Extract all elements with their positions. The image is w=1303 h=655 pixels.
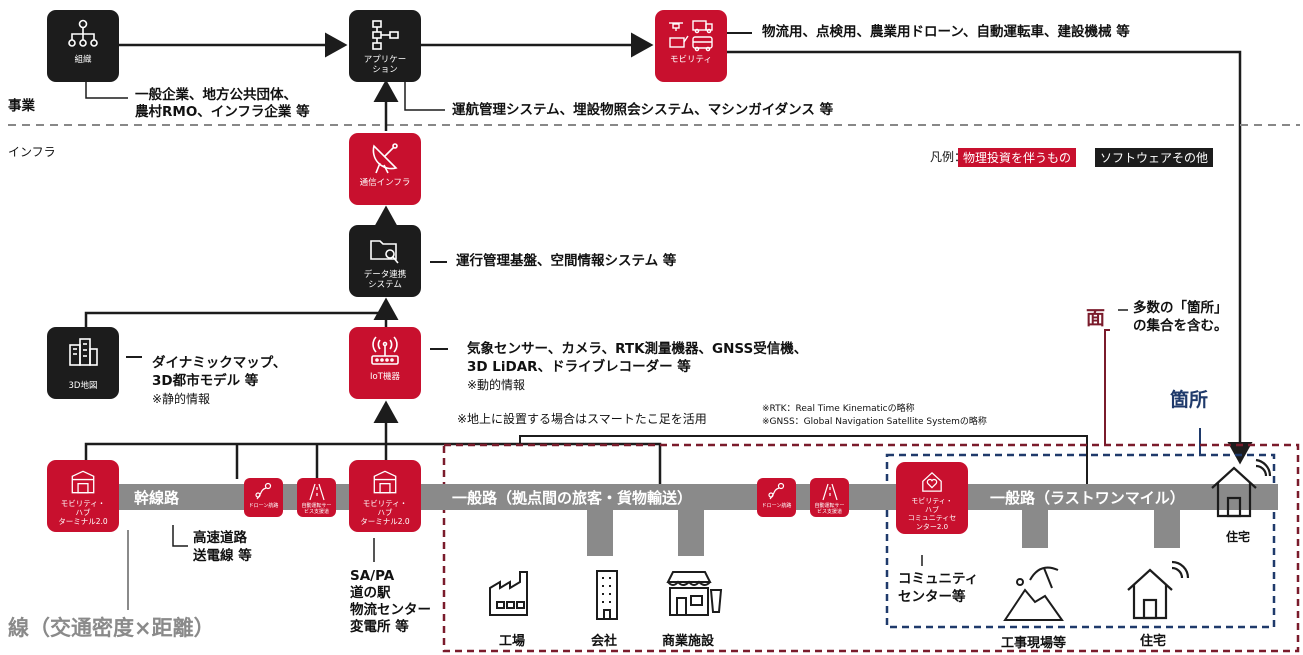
general-road-label: 一般路（拠点間の旅客・貨物輸送）	[452, 489, 693, 507]
hub-terminal-2: モビリティ・ ハブ ターミナル2.0	[349, 460, 421, 532]
map-desc-3: ※静的情報	[152, 392, 211, 406]
3d-map-node: 3D地図	[47, 327, 119, 399]
flowchart-icon	[372, 20, 399, 50]
storefront-icon	[666, 571, 723, 616]
trunk-desc-1: 高速道路	[193, 530, 247, 546]
office-building-icon	[596, 570, 618, 620]
community-desc-2: センター等	[898, 589, 966, 605]
hub2-desc-3: 物流センター	[350, 602, 431, 618]
men-desc-2: の集合を含む。	[1133, 318, 1228, 334]
hub-community-center: モビリティ・ ハブ コミュニティセ ンター2.0	[896, 462, 968, 534]
hub-building-icon	[373, 470, 397, 494]
auto-drive-route-1: 自動運転サー ビス支援道	[297, 478, 336, 517]
data-desc: 運行管理基盤、空間情報システム 等	[456, 253, 677, 269]
legend-red-item: 物理投資を伴うもの	[958, 148, 1077, 167]
hub-terminal-1: モビリティ・ ハブ ターミナル2.0	[47, 460, 119, 532]
iot-desc-2: 3D LiDAR、ドライブレコーダー 等	[467, 359, 691, 375]
application-node-label: アプリケー ション	[363, 55, 407, 75]
kasho-label: 箇所	[1170, 389, 1209, 411]
iot-node: IoT機器	[349, 327, 421, 399]
heart-house-icon	[922, 471, 942, 492]
section-infra-label: インフラ	[8, 145, 56, 159]
mobility-node-label: モビリティ	[670, 55, 712, 65]
legend-prefix: 凡例：	[930, 150, 967, 164]
iot-desc-3: ※動的情報	[467, 378, 526, 392]
hub-building-icon	[71, 470, 95, 494]
gnss-note: ※GNSS：Global Navigation Satellite System…	[762, 417, 987, 427]
mobility-node: モビリティ	[655, 10, 727, 82]
men-label: 面	[1086, 307, 1106, 329]
hub2-desc-2: 道の駅	[350, 585, 391, 601]
org-desc-2: 農村RMO、インフラ企業 等	[135, 104, 310, 120]
iot-desc-1: 気象センサー、カメラ、RTK測量機器、GNSS受信機、	[467, 341, 808, 357]
hub-terminal-1-label: モビリティ・ ハブ ターミナル2.0	[58, 499, 108, 526]
3d-map-node-label: 3D地図	[68, 381, 98, 391]
auto-drive-route-2-label: 自動運転サー ビス支援道	[814, 503, 845, 515]
road-pillar-house	[1154, 508, 1180, 548]
legend-black-item: ソフトウェアその他	[1095, 148, 1214, 167]
rtk-note: ※RTK：Real Time Kinematicの略称	[762, 404, 915, 414]
house-wifi-icon	[1211, 458, 1272, 518]
hub2-desc-4: 変電所 等	[350, 619, 409, 635]
section-business-label: 事業	[8, 98, 35, 114]
trunk-road-label: 幹線路	[134, 489, 180, 507]
auto-drive-route-1-label: 自動運転サー ビス支援道	[301, 503, 332, 515]
iot-note: ※地上に設置する場合はスマートたこ足を活用	[457, 412, 707, 426]
route-pin-icon	[767, 482, 784, 500]
comm-infra-node-label: 通信インフラ	[359, 178, 411, 188]
iot-node-label: IoT機器	[370, 372, 400, 382]
drone-route-1: ドローン航路	[244, 478, 283, 517]
data-integration-node-label: データ連携 システム	[363, 270, 407, 290]
org-node-label: 組織	[74, 55, 92, 65]
road-icon	[821, 483, 838, 501]
road-pillar-factory	[587, 508, 613, 556]
hub-terminal-2-label: モビリティ・ ハブ ターミナル2.0	[360, 499, 410, 526]
road-pillar-company	[678, 508, 704, 556]
commercial-label: 商業施設	[662, 634, 715, 649]
org-node: 組織	[47, 10, 119, 82]
drone-route-2-label: ドローン航路	[761, 503, 792, 509]
route-pin-icon	[254, 482, 271, 500]
house-label-1: 住宅	[1140, 634, 1167, 649]
construction-label: 工事現場等	[1001, 636, 1067, 651]
hub2-desc-1: SA/PA	[350, 568, 395, 584]
house-label-2: 住宅	[1226, 530, 1251, 544]
excavation-icon	[1003, 566, 1064, 621]
app-desc: 運航管理システム、埋設物照会システム、マシンガイダンス 等	[452, 102, 834, 118]
mobility-desc: 物流用、点検用、農業用ドローン、自動運転車、建設機械 等	[762, 24, 1130, 40]
satellite-dish-icon	[372, 143, 398, 174]
line-label: 線（交通密度×距離）	[8, 616, 215, 640]
map-desc-1: ダイナミックマップ、	[152, 355, 287, 371]
house-wifi-icon	[1127, 560, 1190, 620]
men-desc-1: 多数の「箇所」	[1133, 300, 1228, 316]
road-icon	[308, 483, 325, 501]
auto-drive-route-2: 自動運転サー ビス支援道	[810, 478, 849, 517]
factory-label: 工場	[499, 634, 526, 649]
vehicles-icon	[669, 20, 713, 52]
factory-icon	[489, 571, 528, 616]
folder-search-icon	[370, 240, 399, 264]
data-integration-node: データ連携 システム	[349, 225, 421, 297]
drone-route-1-label: ドローン航路	[248, 503, 279, 509]
hub-community-center-label: モビリティ・ ハブ コミュニティセ ンター2.0	[907, 497, 957, 531]
application-node: アプリケー ション	[349, 10, 421, 82]
org-desc-1: 一般企業、地方公共団体、	[135, 87, 297, 103]
lastmile-road-label: 一般路（ラストワンマイル）	[990, 489, 1185, 507]
drone-route-2: ドローン航路	[757, 478, 796, 517]
road-pillar-construction	[1022, 508, 1048, 548]
company-label: 会社	[591, 634, 618, 649]
buildings-icon	[69, 338, 98, 366]
comm-infra-node: 通信インフラ	[349, 133, 421, 205]
router-icon	[371, 336, 399, 365]
map-desc-2: 3D都市モデル 等	[152, 373, 259, 389]
organization-icon	[68, 19, 98, 47]
trunk-desc-2: 送電線 等	[193, 548, 252, 564]
community-desc-1: コミュニティ	[898, 571, 979, 587]
